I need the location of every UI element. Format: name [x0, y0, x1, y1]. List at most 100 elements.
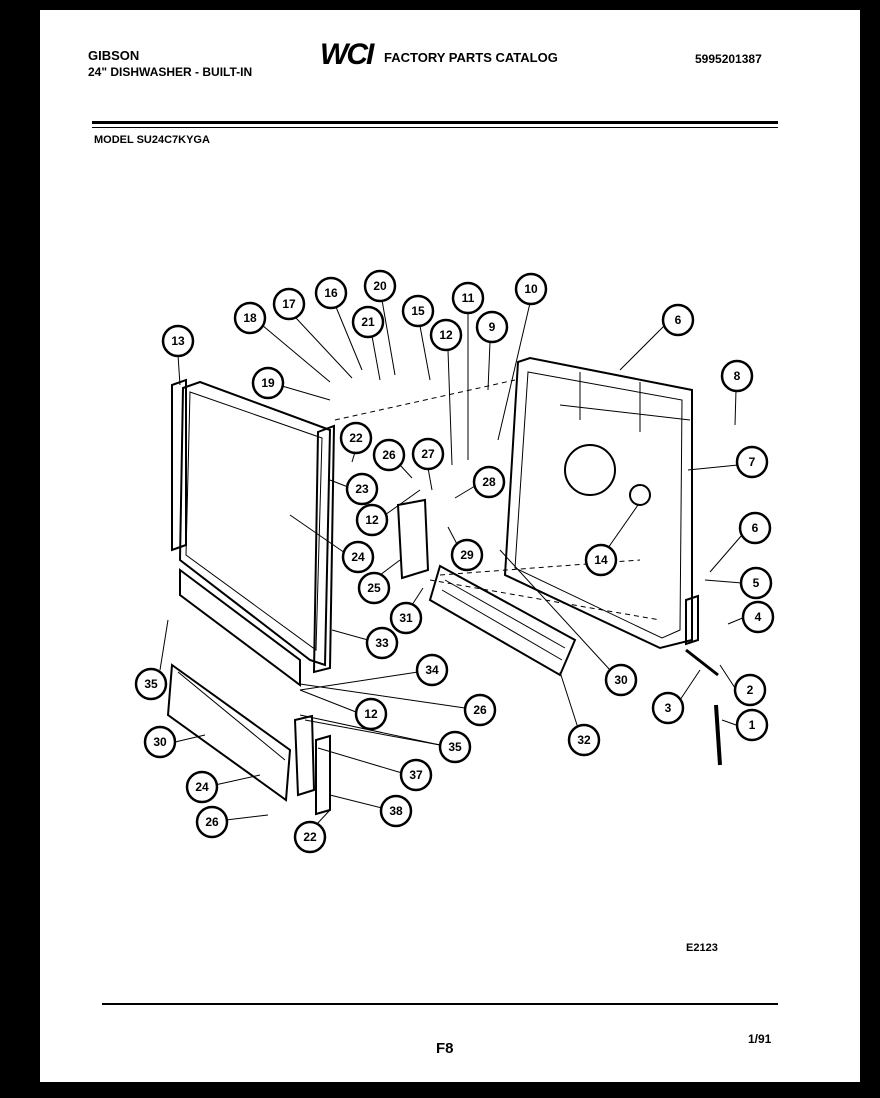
callout-28: 28	[454, 465, 506, 499]
svg-text:13: 13	[171, 334, 185, 348]
callout-33: 33	[331, 626, 399, 660]
revision-date: 1/91	[748, 1032, 772, 1046]
callout-4: 4	[727, 600, 775, 634]
svg-text:2: 2	[747, 683, 754, 697]
wci-logo: WCI	[320, 38, 374, 71]
callout-25: 25	[357, 559, 401, 605]
callout-35-left: 35	[134, 619, 169, 701]
svg-text:24: 24	[351, 550, 365, 564]
svg-text:21: 21	[361, 315, 375, 329]
callout-24-upper: 24	[289, 514, 375, 574]
callout-29: 29	[447, 526, 484, 572]
header-rule-thick	[92, 121, 778, 124]
callout-24-lower: 24	[185, 770, 261, 804]
callout-30-left: 30	[143, 725, 206, 759]
callout-22-lower: 22	[293, 809, 331, 854]
svg-text:26: 26	[473, 703, 487, 717]
callout-16: 16	[314, 276, 363, 371]
callout-30-right: 30	[499, 549, 638, 697]
callout-31: 31	[389, 587, 424, 635]
svg-text:8: 8	[734, 369, 741, 383]
callout-26-lower: 26	[195, 805, 269, 839]
svg-text:22: 22	[349, 431, 363, 445]
svg-text:30: 30	[614, 673, 628, 687]
svg-text:34: 34	[425, 663, 439, 677]
svg-text:12: 12	[365, 513, 379, 527]
callout-3: 3	[651, 669, 701, 725]
svg-text:35: 35	[448, 740, 462, 754]
svg-text:37: 37	[409, 768, 423, 782]
callout-8: 8	[720, 359, 754, 426]
callout-22-upper: 22	[339, 421, 373, 463]
svg-text:28: 28	[482, 475, 496, 489]
svg-text:27: 27	[421, 447, 435, 461]
callout-19: 19	[251, 366, 331, 401]
parts-catalog-sheet: GIBSON 24" DISHWASHER - BUILT-IN WCI FAC…	[40, 10, 860, 1082]
door-parts-drawing	[166, 356, 722, 816]
callout-bubbles: 1 2 3 4 5 6 6 7 8 9 10 11 12 12 12 13 14…	[134, 269, 775, 854]
callout-10: 10	[497, 272, 548, 441]
svg-text:5: 5	[753, 576, 760, 590]
svg-text:11: 11	[462, 291, 475, 305]
callout-20: 20	[363, 269, 397, 376]
detergent-dispenser	[396, 498, 430, 580]
callout-38: 38	[329, 794, 413, 828]
callout-26-right: 26	[299, 683, 497, 727]
svg-text:6: 6	[675, 313, 682, 327]
callout-7: 7	[687, 445, 769, 479]
callout-12-lower: 12	[299, 689, 388, 731]
svg-text:19: 19	[261, 376, 275, 390]
svg-text:38: 38	[389, 804, 403, 818]
svg-text:4: 4	[755, 610, 762, 624]
svg-text:7: 7	[749, 455, 756, 469]
callout-32: 32	[559, 671, 601, 757]
svg-text:30: 30	[153, 735, 167, 749]
callout-12-upper: 12	[429, 318, 463, 466]
svg-text:3: 3	[665, 701, 672, 715]
svg-text:31: 31	[399, 611, 413, 625]
footer-rule	[102, 1003, 778, 1005]
callout-21: 21	[351, 305, 385, 381]
callout-23: 23	[329, 472, 379, 506]
callout-11: 11	[451, 281, 485, 460]
control-panel	[428, 564, 577, 677]
callout-1: 1	[721, 708, 769, 742]
callout-27: 27	[411, 437, 445, 491]
svg-text:18: 18	[243, 311, 257, 325]
brand-name: GIBSON	[88, 48, 140, 63]
callout-2: 2	[719, 664, 767, 707]
callout-12-middle: 12	[355, 489, 421, 537]
left-side-channel	[171, 378, 187, 552]
page-number: F8	[436, 1040, 454, 1057]
assembly-dashed-lines	[334, 379, 661, 621]
catalog-title: FACTORY PARTS CATALOG	[384, 50, 558, 65]
svg-text:17: 17	[282, 297, 296, 311]
callout-6: 6	[619, 303, 695, 371]
svg-text:22: 22	[303, 830, 317, 844]
svg-text:32: 32	[577, 733, 591, 747]
callout-35-right: 35	[304, 719, 472, 764]
callout-17: 17	[272, 287, 353, 379]
callout-26-upper: 26	[372, 438, 413, 479]
callout-15: 15	[401, 294, 435, 381]
svg-text:26: 26	[382, 448, 396, 462]
svg-text:9: 9	[489, 320, 496, 334]
header-rule-thin	[92, 127, 778, 128]
callout-18: 18	[233, 301, 331, 383]
callout-34: 34	[299, 653, 449, 691]
callout-5: 5	[704, 566, 773, 600]
model-label: MODEL SU24C7KYGA	[94, 134, 210, 146]
callout-6-lower: 6	[709, 511, 772, 573]
vent-assembly	[564, 444, 616, 496]
figure-code: E2123	[686, 942, 718, 954]
svg-text:33: 33	[375, 636, 389, 650]
kick-plate	[166, 663, 292, 802]
svg-text:26: 26	[205, 815, 219, 829]
svg-text:16: 16	[324, 286, 338, 300]
svg-text:6: 6	[752, 521, 759, 535]
svg-text:35: 35	[144, 677, 158, 691]
svg-text:10: 10	[524, 282, 538, 296]
hinge-arm	[685, 648, 719, 677]
callout-14: 14	[584, 504, 639, 577]
